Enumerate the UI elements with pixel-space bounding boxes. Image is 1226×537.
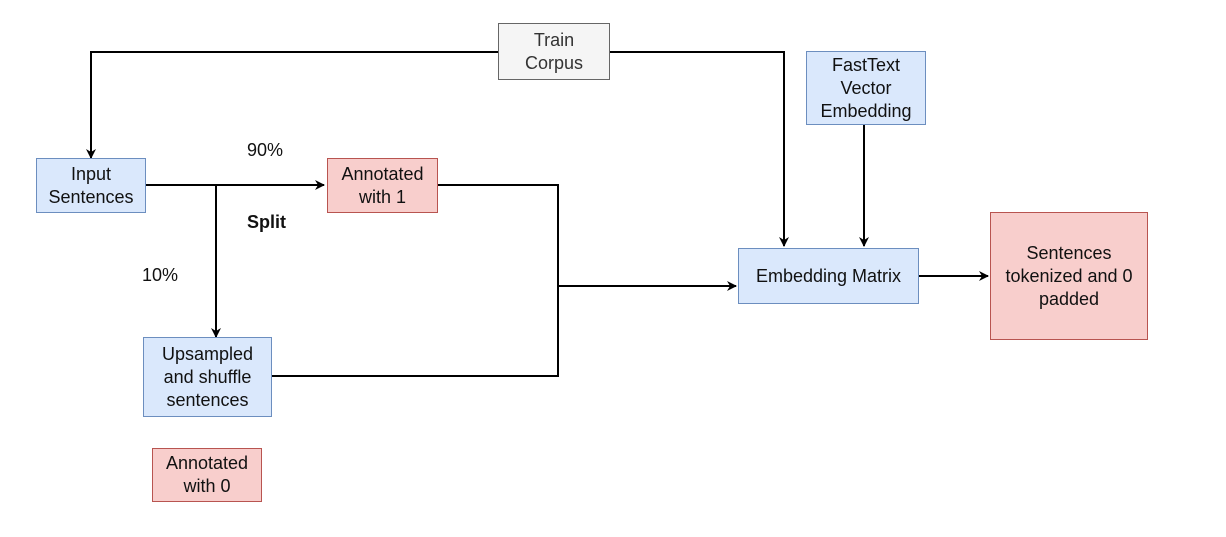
input-sentences-line-2: Sentences (48, 186, 134, 207)
fasttext-line-2: Vector (840, 77, 892, 98)
fasttext-line-3: Embedding (820, 100, 912, 121)
annotated-with-0-node: Annotated with 0 (152, 448, 262, 502)
annotated-0-line-1: Annotated (165, 453, 249, 473)
label-90-percent: 90% (247, 140, 284, 160)
annotated-with-1-node: Annotated with 1 (327, 158, 438, 213)
embedding-matrix-node: Embedding Matrix (738, 248, 919, 304)
upsampled-line-2: and shuffle (163, 366, 252, 387)
output-line-1: Sentences (1026, 242, 1112, 263)
upsampled-node: Upsampled and shuffle sentences (143, 337, 272, 417)
upsampled-line-3: sentences (166, 389, 249, 410)
annotated-1-line-2: with 1 (358, 186, 407, 207)
edge-annotated-1-to-merge (438, 184, 559, 285)
upsampled-line-1: Upsampled (161, 343, 254, 364)
annotated-0-line-2: with 0 (183, 476, 231, 496)
train-corpus-node: Train Corpus (498, 23, 610, 80)
label-10-percent: 10% (142, 265, 179, 285)
fasttext-line-1: FastText (831, 54, 901, 75)
output-line-3: padded (1038, 288, 1100, 309)
input-sentences-node: Input Sentences (36, 158, 146, 213)
output-line-2: tokenized and 0 (1005, 265, 1133, 286)
edge-corpus-to-embedding (610, 51, 789, 247)
fasttext-node: FastText Vector Embedding (806, 51, 926, 125)
output-node: Sentences tokenized and 0 padded (990, 212, 1148, 340)
train-corpus-line-1: Train (533, 29, 575, 50)
edge-corpus-to-input (86, 51, 498, 159)
annotated-1-line-1: Annotated (341, 163, 424, 184)
input-sentences-line-1: Input (70, 163, 112, 184)
embedding-matrix-label: Embedding Matrix (755, 265, 902, 286)
train-corpus-line-2: Corpus (524, 52, 584, 73)
label-split: Split (247, 212, 286, 232)
edge-upsampled-to-merge (272, 285, 559, 377)
